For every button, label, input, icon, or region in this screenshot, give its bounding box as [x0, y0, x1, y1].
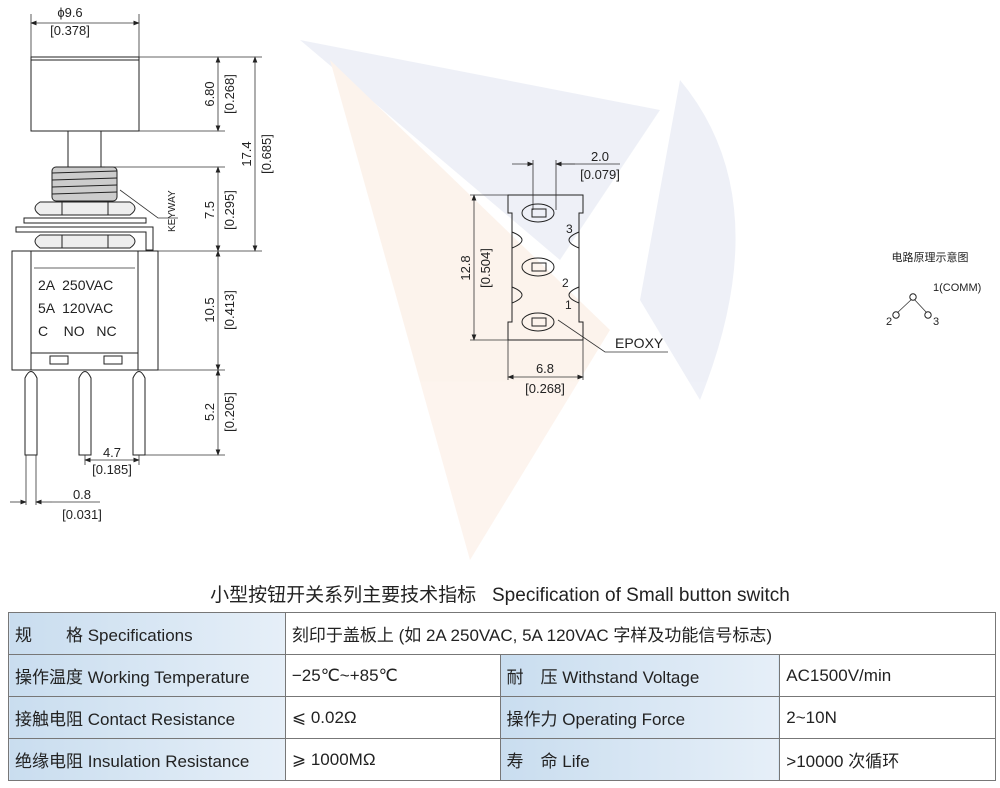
dim-pin-length-in: [0.205] — [222, 392, 237, 432]
spec-label: 寿 命 Life — [499, 738, 781, 781]
dim-pin-width: 0.8 — [73, 487, 91, 502]
dim-length-in: [0.504] — [478, 248, 493, 288]
dim-total-height-in: [0.685] — [259, 134, 274, 174]
dim-pin-pitch-in: [0.185] — [92, 462, 132, 477]
terminal-1-label: 1(COMM) — [933, 282, 981, 294]
circuit-title: 电路原理示意图 — [892, 250, 969, 264]
epoxy-label: EPOXY — [615, 335, 664, 351]
spec-value: 刻印于盖板上 (如 2A 250VAC, 5A 120VAC 字样及功能信号标志… — [284, 612, 997, 655]
spec-table-title: 小型按钮开关系列主要技术指标 Specification of Small bu… — [210, 585, 790, 606]
dim-cap-height-in: [0.268] — [222, 74, 237, 114]
dim-pin-pitch: 4.7 — [103, 445, 121, 460]
dim-length: 12.8 — [458, 255, 473, 280]
drawing-canvas: ϕ9.6 [0.378] 2A 250VAC 5A 120VAC C NO NC — [10, 5, 981, 560]
dim-diameter-in: [0.378] — [50, 23, 90, 38]
dim-total-height: 17.4 — [239, 141, 254, 166]
hex-nut — [34, 201, 136, 216]
pin-number-3: 3 — [566, 222, 573, 236]
terminal-3 — [924, 311, 932, 319]
spec-value: ⩽ 0.02Ω — [284, 696, 501, 739]
bottom-view-drawing: 3 2 1 2.0 [0.079] 12.8 [0.504] EPOXY 6.8… — [458, 149, 668, 396]
table-row: 操作温度 Working Temperature −25℃~+85℃ 耐 压 W… — [8, 654, 996, 697]
table-row: 接触电阻 Contact Resistance ⩽ 0.02Ω 操作力 Oper… — [8, 696, 996, 739]
spec-label: 接触电阻 Contact Resistance — [8, 696, 286, 739]
keyway-label: KEYWAY — [167, 190, 178, 232]
switch-body — [11, 250, 159, 371]
pin-number-1: 1 — [565, 298, 572, 312]
terminal-2 — [892, 311, 900, 319]
dim-pin-width-in: [0.031] — [62, 507, 102, 522]
dim-width: 6.8 — [536, 361, 554, 376]
button-cap — [30, 56, 140, 132]
spec-label: 操作力 Operating Force — [499, 696, 781, 739]
body-rating-2: 5A 120VAC — [38, 300, 113, 316]
spec-table: 规 格 Specifications 刻印于盖板上 (如 2A 250VAC, … — [8, 612, 997, 781]
table-row: 绝缘电阻 Insulation Resistance ⩾ 1000MΩ 寿 命 … — [8, 738, 996, 781]
dim-width-in: [0.268] — [525, 381, 565, 396]
spec-label: 耐 压 Withstand Voltage — [499, 654, 781, 697]
spec-value: AC1500V/min — [779, 654, 996, 697]
dim-diameter: ϕ9.6 — [57, 5, 82, 20]
body-terminals: C NO NC — [38, 323, 117, 339]
side-view-drawing: ϕ9.6 [0.378] 2A 250VAC 5A 120VAC C NO NC — [10, 5, 274, 522]
dim-cap-height: 6.80 — [202, 81, 217, 106]
dim-pad-width-in: [0.079] — [580, 167, 620, 182]
terminal-2-label: 2 — [886, 316, 892, 328]
spec-value: −25℃~+85℃ — [284, 654, 501, 697]
spec-label: 操作温度 Working Temperature — [8, 654, 286, 697]
terminal-3-label: 3 — [933, 316, 939, 328]
pin-number-2: 2 — [562, 276, 569, 290]
pins — [24, 371, 146, 456]
dim-pin-length: 5.2 — [202, 403, 217, 421]
terminal-1 — [909, 293, 917, 301]
spec-value: >10000 次循环 — [779, 738, 996, 781]
spec-value: ⩾ 1000MΩ — [284, 738, 501, 781]
dim-bushing-height: 7.5 — [202, 201, 217, 219]
table-row: 规 格 Specifications 刻印于盖板上 (如 2A 250VAC, … — [8, 612, 997, 655]
body-rating-1: 2A 250VAC — [38, 277, 113, 293]
dim-body-height: 10.5 — [202, 297, 217, 322]
dim-bushing-height-in: [0.295] — [222, 190, 237, 230]
dim-body-height-in: [0.413] — [222, 290, 237, 330]
spec-label: 绝缘电阻 Insulation Resistance — [8, 738, 286, 781]
spec-label: 规 格 Specifications — [8, 612, 286, 655]
dim-pad-width: 2.0 — [591, 149, 609, 164]
watermark-logo — [300, 40, 736, 560]
circuit-schematic: 电路原理示意图 1(COMM) 2 3 — [886, 250, 981, 328]
spec-value: 2~10N — [779, 696, 996, 739]
